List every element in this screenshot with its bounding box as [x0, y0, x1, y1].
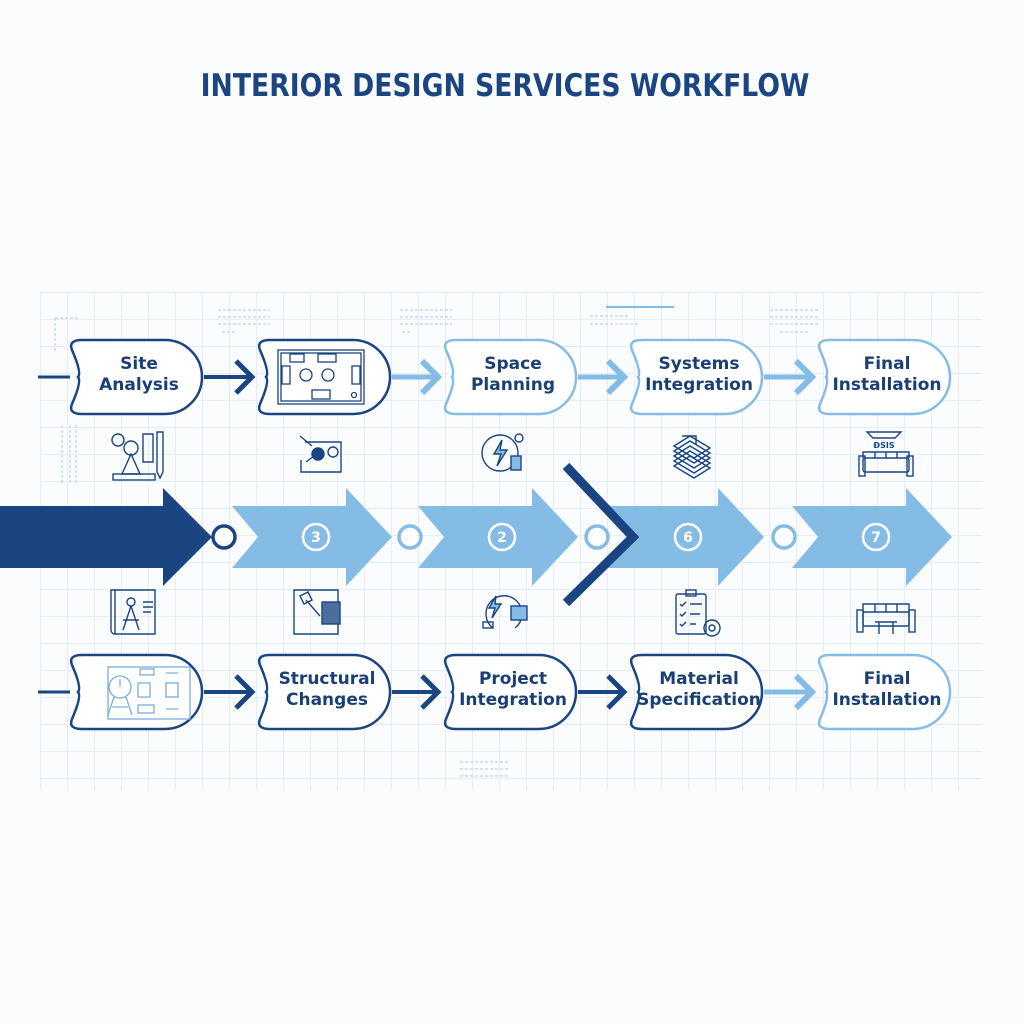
process-arrow-1: [0, 488, 212, 586]
process-arrow-5: 7: [792, 488, 952, 586]
process-arrow-2: 3: [232, 488, 392, 586]
material-samples-icon: [672, 435, 712, 479]
node-shape: [443, 338, 578, 416]
highlight-chevron: [562, 462, 640, 607]
node-shape: [629, 338, 764, 416]
node-label-line: Structural: [279, 669, 376, 689]
bottom-node-1[interactable]: [69, 653, 204, 731]
step-icons: ĐSIS: [110, 431, 916, 637]
annotation-marks: [54, 309, 820, 777]
node-shape: [817, 653, 952, 731]
node-label-line: Final: [864, 354, 911, 374]
electrical-plumbing-icon: [482, 595, 528, 629]
bottom-connector-arrow: [578, 674, 628, 710]
step-number-badge: [861, 522, 891, 552]
bottom-connector-arrow: [764, 673, 817, 711]
sofa-table-icon: [856, 603, 916, 634]
node-label-line: Final: [864, 669, 911, 689]
step-number: 6: [683, 530, 693, 546]
hammer-wall-icon: [293, 589, 341, 635]
node-label-line: Analysis: [99, 375, 179, 395]
electrical-systems-icon: [481, 433, 524, 472]
junction-node[interactable]: [584, 524, 610, 550]
node-shape: [257, 653, 392, 731]
arrow-shape: [232, 488, 392, 586]
bottom-connector-arrow: [204, 674, 256, 710]
top-connector-arrow: [204, 359, 256, 395]
node-shape: [69, 653, 204, 731]
step-number-badge: [487, 522, 517, 552]
node-shape: [257, 338, 392, 416]
floor-plan-icon: [277, 349, 365, 405]
node-label-line: Changes: [286, 690, 368, 710]
top-connector-arrow: [392, 358, 443, 396]
process-arrow-3: 2: [418, 488, 578, 586]
node-label-line: Installation: [832, 375, 941, 395]
top-connector-arrow: [578, 358, 629, 396]
arrow-shape: [604, 488, 764, 586]
node-shape: [817, 338, 952, 416]
node-shape: [443, 653, 578, 731]
node-label-line: Systems: [659, 354, 740, 374]
process-arrow-4: 6: [604, 488, 764, 586]
step-number: 3: [311, 530, 321, 546]
node-label-line: Integration: [645, 375, 753, 395]
top-node-2[interactable]: [257, 338, 392, 416]
node-shape: [629, 653, 764, 731]
node-label-line: Space: [484, 354, 542, 374]
fixture-label: ĐSIS: [873, 441, 894, 450]
top-connector-arrow: [764, 358, 817, 396]
step-number: 7: [871, 530, 881, 546]
junction-node[interactable]: [771, 524, 797, 550]
site-survey-board-icon: [107, 666, 191, 720]
step-number: 2: [497, 530, 507, 546]
node-label-line: Project: [479, 669, 547, 689]
step-number-badge: [301, 522, 331, 552]
node-label-line: Specification: [637, 690, 761, 710]
checklist-gear-icon: [675, 589, 721, 637]
node-label-line: Planning: [471, 375, 555, 395]
bottom-connector-arrow: [392, 674, 442, 710]
node-label-line: Site: [120, 354, 158, 374]
sofa-lighting-icon: ĐSIS: [858, 431, 914, 477]
drafting-tools-icon: [111, 431, 164, 481]
junction-node[interactable]: [211, 524, 237, 550]
arrow-shape: [792, 488, 952, 586]
node-label-line: Material: [659, 669, 739, 689]
blueprint-compass-icon: [110, 589, 156, 635]
node-shape: [69, 338, 204, 416]
middle-row-flow: 3 2 6 7: [0, 462, 952, 607]
demolition-plan-icon: [299, 435, 342, 473]
arrow-shape: [418, 488, 578, 586]
diagram-title: INTERIOR DESIGN SERVICES WORKFLOW: [200, 68, 810, 104]
junction-node[interactable]: [397, 524, 423, 550]
node-label-line: Installation: [832, 690, 941, 710]
node-label-line: Integration: [459, 690, 567, 710]
step-number-badge: [673, 522, 703, 552]
